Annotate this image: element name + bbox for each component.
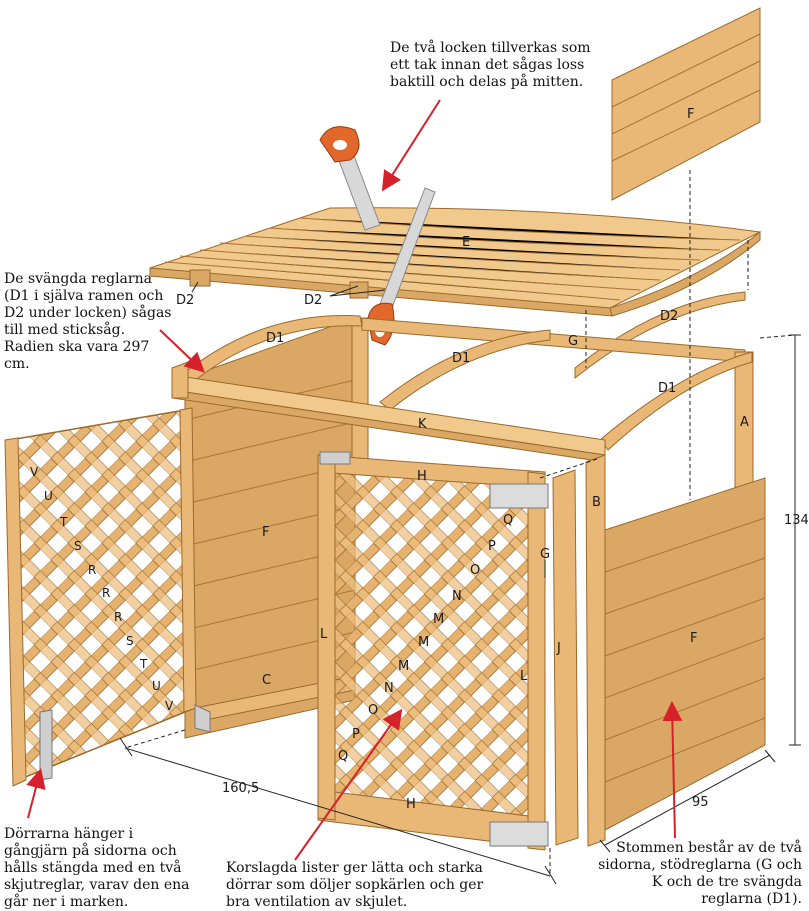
label-r-3: R [114, 610, 122, 624]
label-p-low: P [352, 727, 360, 742]
label-q-top: Q [503, 513, 513, 528]
batten-d1-middle [379, 329, 551, 411]
label-d1-left: D1 [266, 331, 284, 346]
annotation-arrows [26, 99, 683, 861]
label-f-left: F [262, 525, 269, 540]
label-d2-left: D2 [176, 293, 194, 308]
label-p-top: P [488, 539, 496, 554]
label-r-1: R [88, 563, 96, 577]
label-k: K [418, 417, 427, 432]
label-d1-middle: D1 [452, 351, 470, 366]
label-l-left: L [320, 627, 328, 642]
label-s-low: S [126, 634, 134, 648]
label-v-top: V [30, 465, 39, 479]
label-u-top: U [44, 489, 53, 503]
label-n-low: N [384, 681, 394, 696]
dimension-width [119, 729, 557, 885]
label-o-top: O [470, 563, 480, 578]
annotation-frame: Stommen består av de två sidorna, stödre… [598, 840, 802, 907]
label-d1-right: D1 [658, 381, 676, 396]
label-v-low: V [165, 699, 174, 713]
label-a: A [740, 415, 749, 430]
label-d2-right: D2 [660, 309, 678, 324]
label-m-top: M [433, 612, 444, 627]
dimension-depth [599, 749, 776, 853]
label-u-low: U [152, 679, 161, 693]
dimension-depth-text: 95 [692, 795, 709, 810]
label-t-low: T [139, 657, 148, 671]
label-f-top: F [687, 107, 694, 122]
dimension-width-text: 160,5 [222, 781, 259, 796]
label-j: J [556, 641, 561, 656]
left-lattice-door [4, 407, 211, 787]
label-m-low: M [398, 659, 409, 674]
label-m-mid: M [418, 635, 429, 650]
label-d2-middle: D2 [304, 293, 322, 308]
left-side-panel-f [184, 317, 356, 739]
back-rail-g [361, 317, 746, 363]
annotation-hinges: Dörrarna hänger i gångjärn på sidorna oc… [4, 826, 190, 910]
label-g-mid: G [540, 547, 550, 562]
annotation-curved-battens: De svängda reglarna (D1 i själva ramen o… [4, 271, 172, 372]
label-e: E [462, 235, 470, 250]
batten-d1-right [599, 351, 753, 451]
roof-lid-e [149, 207, 762, 317]
label-t-top: T [59, 515, 68, 529]
label-l-right: L [520, 669, 528, 684]
label-g-top: G [568, 334, 578, 349]
right-side-panel-f [604, 477, 766, 831]
dimension-height-text: 134 [784, 513, 809, 528]
label-s-top: S [74, 539, 82, 553]
label-o-low: O [368, 703, 378, 718]
label-b: B [592, 495, 601, 510]
label-f-right: F [690, 631, 697, 646]
front-right-post-b [585, 454, 606, 847]
annotation-lattice: Korslagda lister ger lätta och starka dö… [226, 860, 484, 910]
front-middle-post-j [552, 469, 579, 846]
label-h-bottom: H [406, 797, 416, 812]
saw-upper [319, 126, 381, 231]
label-r-2: R [102, 586, 110, 600]
back-left-post [351, 317, 369, 469]
label-c: C [262, 673, 271, 688]
lid-panel-f [611, 7, 761, 201]
label-q-low: Q [338, 749, 348, 764]
annotation-lids: De två locken tillverkas som ett tak inn… [390, 40, 591, 90]
label-h-top: H [417, 469, 427, 484]
dimension-height [759, 334, 801, 746]
label-n-top: N [452, 589, 462, 604]
front-lattice-door [317, 451, 549, 851]
